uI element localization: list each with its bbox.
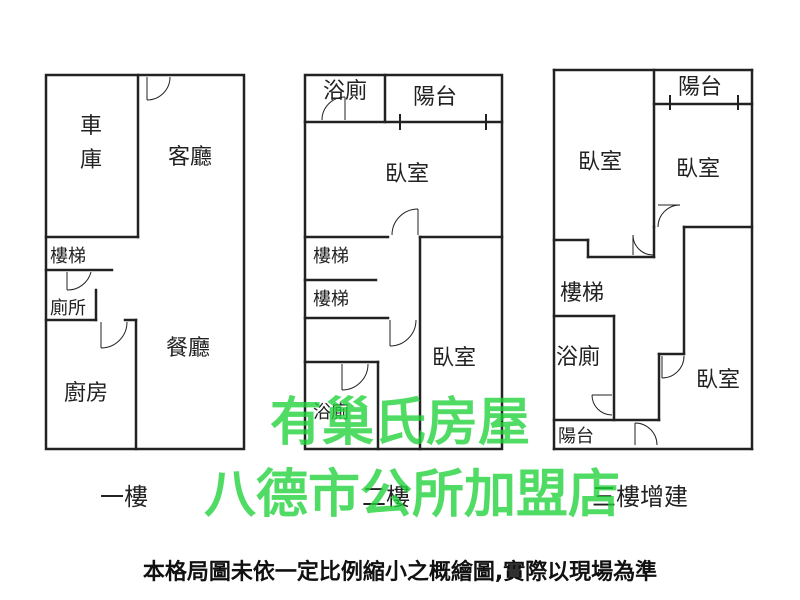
floor-3-walls xyxy=(552,68,754,451)
floor-1-label: 一樓 xyxy=(100,483,148,511)
floor-1-walls xyxy=(44,73,246,451)
f1-garage-label-2: 庫 xyxy=(80,148,102,173)
f2-bedroom-right-label: 臥室 xyxy=(432,346,476,371)
floor-3-label: 三樓增建 xyxy=(592,483,688,511)
f2-bath-top-label: 浴廁 xyxy=(323,79,367,104)
f1-stairs-label: 樓梯 xyxy=(50,246,86,267)
f3-bath-label: 浴廁 xyxy=(556,345,600,370)
f2-stairs-1-label: 樓梯 xyxy=(313,246,349,267)
f1-kitchen-label: 廚房 xyxy=(64,381,108,406)
f1-garage-label-1: 車 xyxy=(80,114,102,139)
floor-3-plan: 陽台 臥室 臥室 樓梯 浴廁 臥室 陽台 三樓增建 xyxy=(552,68,754,511)
f1-dining-label: 餐廳 xyxy=(166,336,210,361)
f2-stairs-2-label: 樓梯 xyxy=(313,289,349,310)
f3-bedroom-left-label: 臥室 xyxy=(578,150,622,175)
floor-1-plan: 車 庫 客廳 樓梯 廁所 廚房 餐廳 一樓 xyxy=(44,73,246,511)
floor-3-doors xyxy=(591,95,739,446)
watermark-line-2: 八德市公所加盟店 xyxy=(204,465,620,525)
f1-toilet-label: 廁所 xyxy=(50,297,86,319)
f3-bedroom-bottom-label: 臥室 xyxy=(696,368,740,393)
floor-2-walls xyxy=(303,73,504,451)
f1-living-label: 客廳 xyxy=(168,145,212,170)
floor-2-label: 二樓 xyxy=(362,483,410,511)
watermark-line-1: 有巢氏房屋 xyxy=(270,393,530,453)
f3-balcony-top-label: 陽台 xyxy=(678,75,722,100)
disclaimer-note: 本格局圖未依一定比例縮小之概繪圖,實際以現場為準 xyxy=(142,560,658,585)
floor-2-plan: 浴廁 陽台 臥室 樓梯 樓梯 臥室 浴廁 二樓 xyxy=(303,73,504,511)
floor-1-doors xyxy=(66,76,171,349)
f2-bath-bottom-label: 浴廁 xyxy=(313,401,349,423)
f3-balcony-bottom-label: 陽台 xyxy=(558,426,594,447)
floor-2-doors xyxy=(321,96,487,391)
f2-balcony-label: 陽台 xyxy=(413,85,457,110)
f3-bedroom-right-label: 臥室 xyxy=(676,157,720,182)
f3-stairs-label: 樓梯 xyxy=(560,281,604,306)
f2-bedroom-top-label: 臥室 xyxy=(385,162,429,187)
